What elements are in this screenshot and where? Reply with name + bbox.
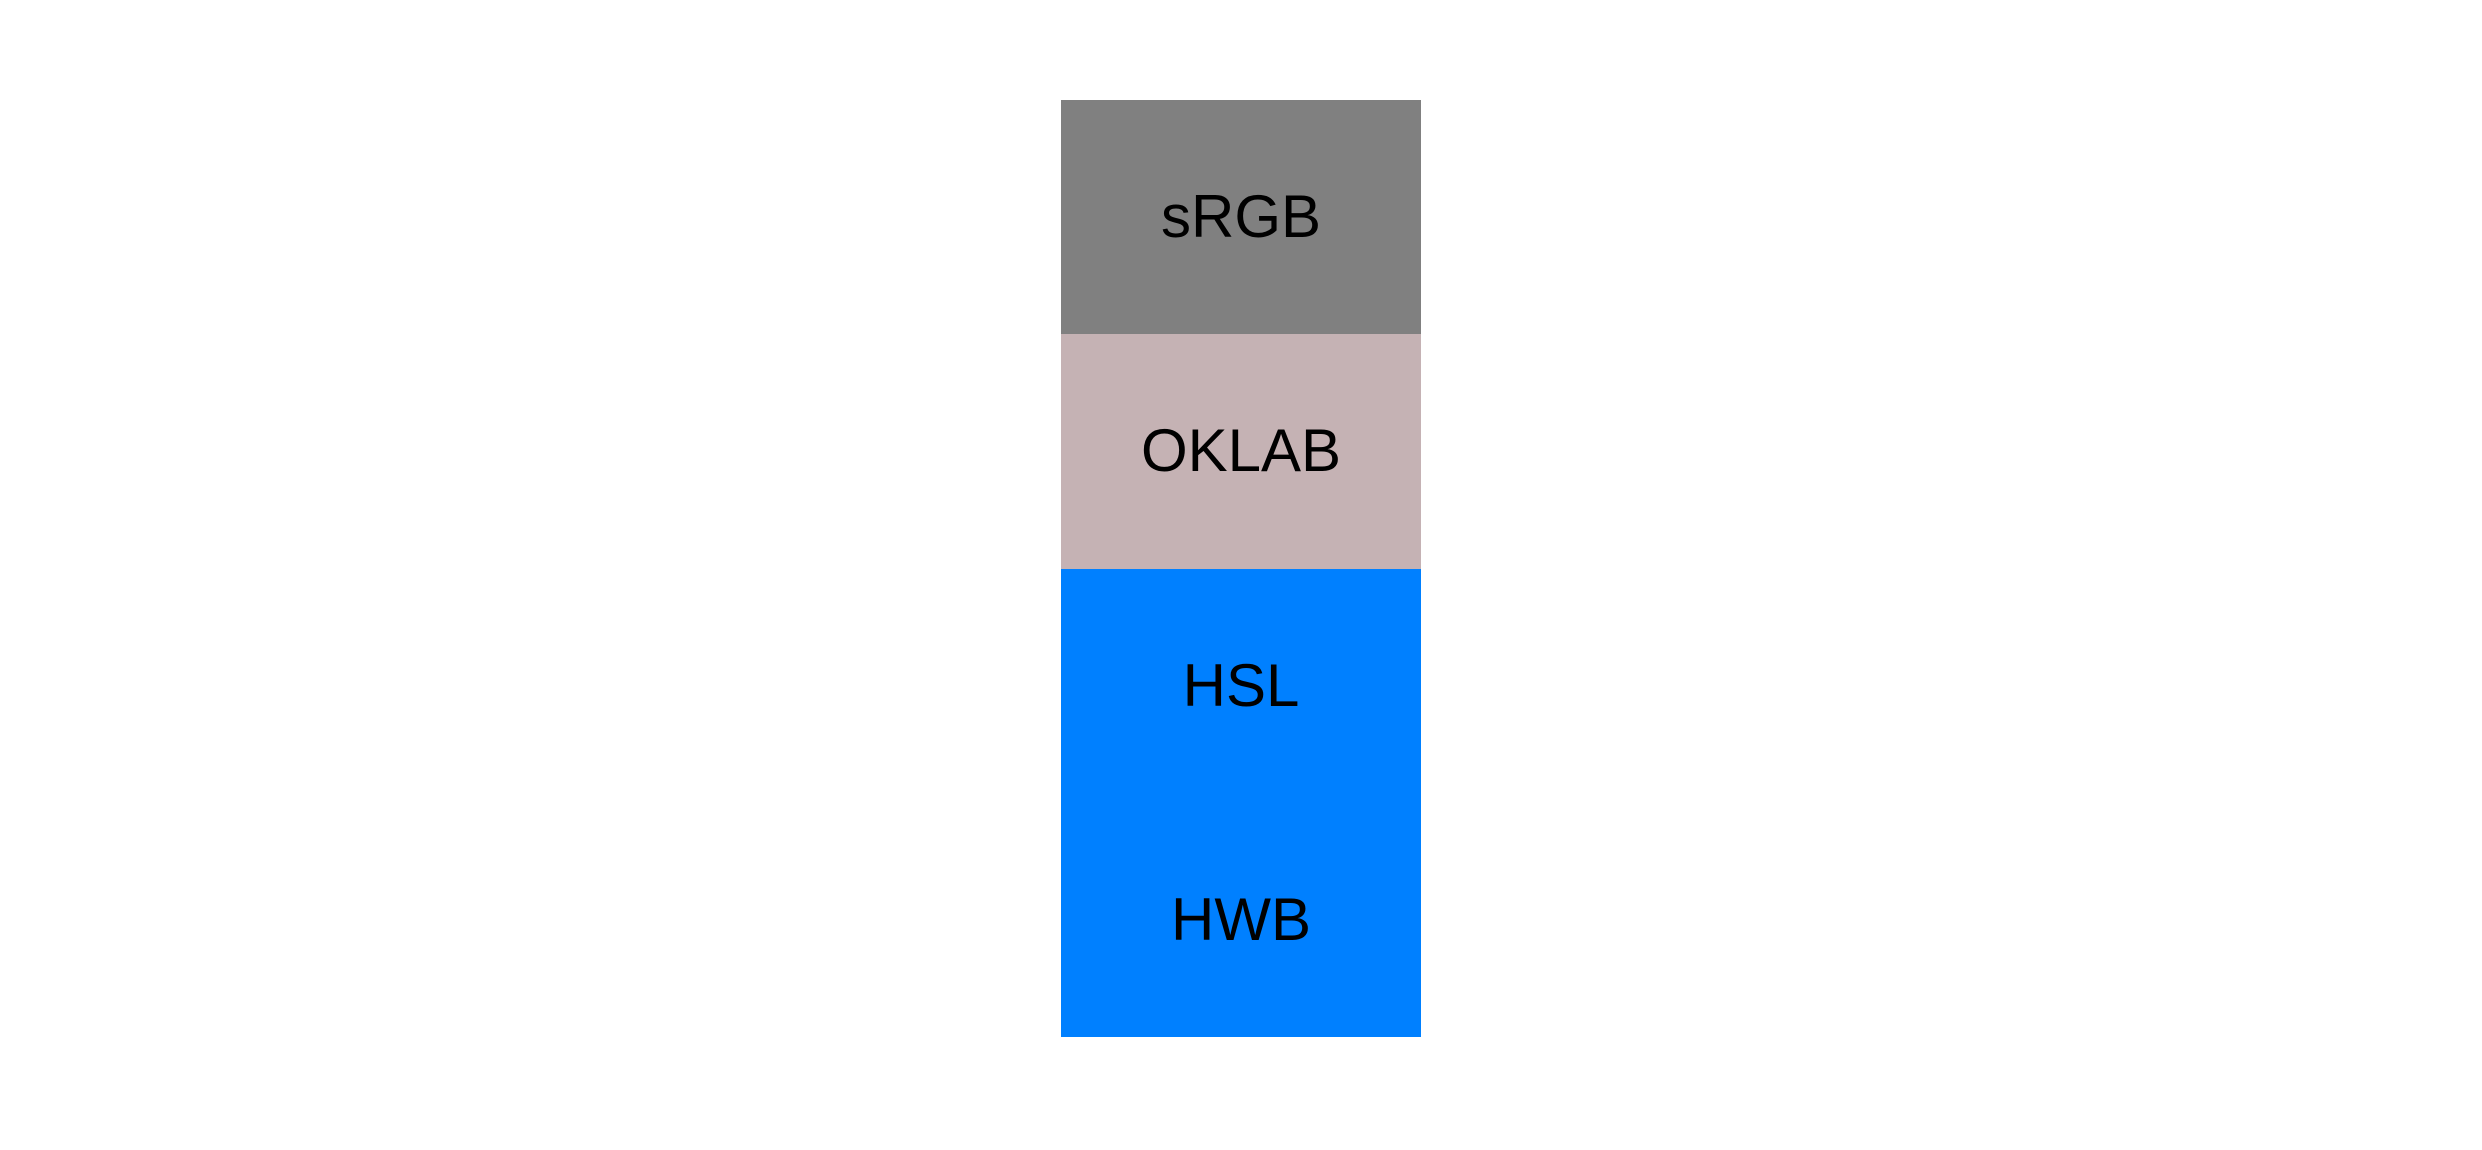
swatch-label-hwb: HWB [1171,885,1311,953]
color-swatch-hsl: HSL [1061,568,1421,803]
color-swatch-stack: sRGB OKLAB HSL HWB [1061,100,1421,1037]
color-swatch-srgb: sRGB [1061,100,1421,335]
swatch-label-oklab: OKLAB [1140,417,1342,485]
color-swatch-hwb: HWB [1061,802,1421,1037]
swatch-label-hsl: HSL [1182,651,1300,719]
color-swatch-oklab: OKLAB [1061,334,1421,569]
swatch-label-srgb: sRGB [1160,183,1322,251]
